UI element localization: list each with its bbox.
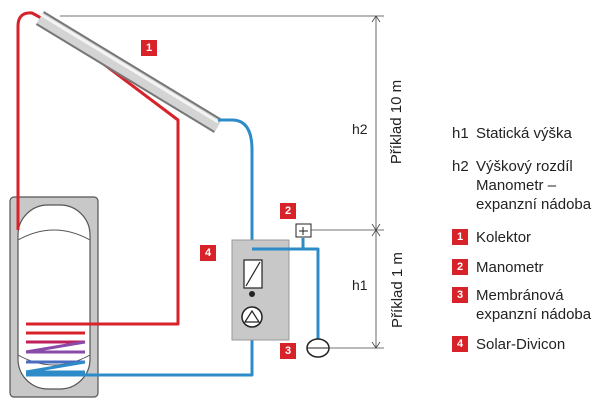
solar-divicon-box <box>231 239 290 341</box>
lower-height-label: Příklad 1 m <box>389 252 406 328</box>
legend-h1-key: h1 <box>452 125 469 142</box>
expansion-vessel-badge: 3 <box>280 343 296 359</box>
legend-h1-row: h1 Statická výška <box>452 124 572 143</box>
h2-dimension-label: h2 <box>352 121 368 137</box>
legend-badge-2: 2 <box>452 259 468 275</box>
legend-item-3: 3 Membránová expanzní nádoba <box>452 286 591 324</box>
legend-item-2: 2 Manometr <box>452 258 544 277</box>
legend-text-4: Solar-Divicon <box>476 336 566 353</box>
expansion-branch-pipe <box>252 238 320 348</box>
solar-collector <box>35 11 223 133</box>
expansion-vessel-icon <box>306 338 330 358</box>
legend-h2-row: h2 Výškový rozdíl Manometr – expanzní ná… <box>452 157 591 214</box>
legend-item-4: 4 Solar-Divicon <box>452 335 565 354</box>
dimension-lines <box>60 15 384 349</box>
upper-height-label: Příklad 10 m <box>388 79 405 165</box>
collector-badge: 1 <box>141 40 157 56</box>
legend-badge-4: 4 <box>452 336 468 352</box>
heat-exchanger-coil <box>25 322 86 374</box>
manometer-icon <box>295 223 312 238</box>
legend-text-1: Kolektor <box>476 229 532 246</box>
pump-icon <box>241 306 263 328</box>
legend-item-1: 1 Kolektor <box>452 228 531 247</box>
return-pipe-blue <box>26 118 254 377</box>
legend-h1-text: Statická výška <box>476 125 572 142</box>
legend-h2-text: Výškový rozdíl Manometr – expanzní nádob… <box>476 158 592 213</box>
h1-dimension-label: h1 <box>352 277 368 293</box>
check-valve-icon <box>243 259 263 297</box>
manometer-badge: 2 <box>280 203 296 219</box>
legend-text-2: Manometr <box>476 259 544 276</box>
legend-badge-3: 3 <box>452 287 468 303</box>
legend-h2-key: h2 <box>452 158 469 175</box>
solar-divicon-badge: 4 <box>200 245 216 261</box>
legend-text-3: Membránová expanzní nádoba <box>476 287 592 323</box>
legend-badge-1: 1 <box>452 229 468 245</box>
